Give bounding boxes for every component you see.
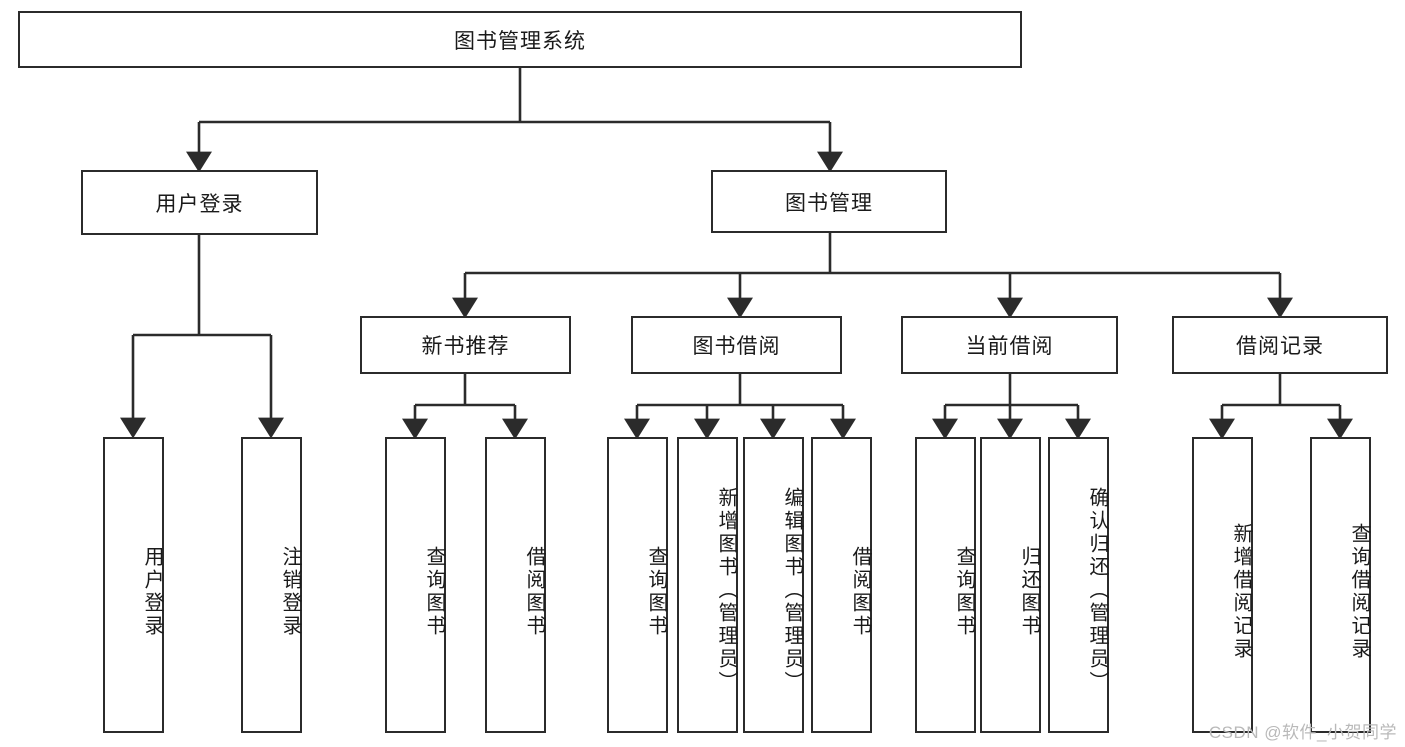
leaf-user-login-signout-label: 注销登录 <box>279 546 301 638</box>
leaf-user-login-signin-label: 用户登录 <box>141 546 163 638</box>
node-current-borrow[interactable]: 当前借阅 <box>901 316 1118 374</box>
leaf-borrow-edit-book[interactable]: 编辑图书（管理员） <box>743 437 804 733</box>
node-book-borrow-label: 图书借阅 <box>692 335 781 358</box>
leaf-borrow-query-book[interactable]: 查询图书 <box>607 437 668 733</box>
leaf-user-login-signout[interactable]: 注销登录 <box>241 437 302 733</box>
watermark-text: CSDN @软件_小贺同学 <box>1208 723 1397 742</box>
leaf-record-query-record[interactable]: 查询借阅记录 <box>1310 437 1371 733</box>
leaf-current-query-book-label: 查询图书 <box>953 546 975 638</box>
leaf-borrow-add-book[interactable]: 新增图书（管理员） <box>677 437 738 733</box>
leaf-record-add-record[interactable]: 新增借阅记录 <box>1192 437 1253 733</box>
node-book-borrow[interactable]: 图书借阅 <box>631 316 842 374</box>
leaf-recommend-borrow-book-label: 借阅图书 <box>523 546 545 638</box>
node-book-management[interactable]: 图书管理 <box>711 170 947 233</box>
node-user-login[interactable]: 用户登录 <box>81 170 318 235</box>
leaf-borrow-edit-book-label: 编辑图书（管理员） <box>781 486 803 694</box>
node-new-book-recommend-label: 新书推荐 <box>421 335 510 358</box>
leaf-record-add-record-label: 新增借阅记录 <box>1230 523 1252 661</box>
leaf-borrow-borrow-book[interactable]: 借阅图书 <box>811 437 872 733</box>
node-current-borrow-label: 当前借阅 <box>965 335 1054 358</box>
node-root[interactable]: 图书管理系统 <box>18 11 1022 68</box>
leaf-current-return-book-label: 归还图书 <box>1018 546 1040 638</box>
leaf-current-query-book[interactable]: 查询图书 <box>915 437 976 733</box>
node-borrow-record[interactable]: 借阅记录 <box>1172 316 1388 374</box>
leaf-borrow-add-book-label: 新增图书（管理员） <box>715 486 737 694</box>
leaf-current-confirm-return[interactable]: 确认归还（管理员） <box>1048 437 1109 733</box>
node-root-label: 图书管理系统 <box>454 29 586 53</box>
node-user-login-label: 用户登录 <box>155 192 244 216</box>
leaf-current-return-book[interactable]: 归还图书 <box>980 437 1041 733</box>
leaf-borrow-query-book-label: 查询图书 <box>645 546 667 638</box>
leaf-user-login-signin[interactable]: 用户登录 <box>103 437 164 733</box>
leaf-current-confirm-return-label: 确认归还（管理员） <box>1086 486 1108 694</box>
node-new-book-recommend[interactable]: 新书推荐 <box>360 316 571 374</box>
leaf-borrow-borrow-book-label: 借阅图书 <box>849 546 871 638</box>
node-borrow-record-label: 借阅记录 <box>1236 335 1324 358</box>
leaf-recommend-query-book[interactable]: 查询图书 <box>385 437 446 733</box>
leaf-recommend-query-book-label: 查询图书 <box>423 546 445 638</box>
leaf-recommend-borrow-book[interactable]: 借阅图书 <box>485 437 546 733</box>
node-book-management-label: 图书管理 <box>785 191 873 215</box>
leaf-record-query-record-label: 查询借阅记录 <box>1348 523 1370 661</box>
